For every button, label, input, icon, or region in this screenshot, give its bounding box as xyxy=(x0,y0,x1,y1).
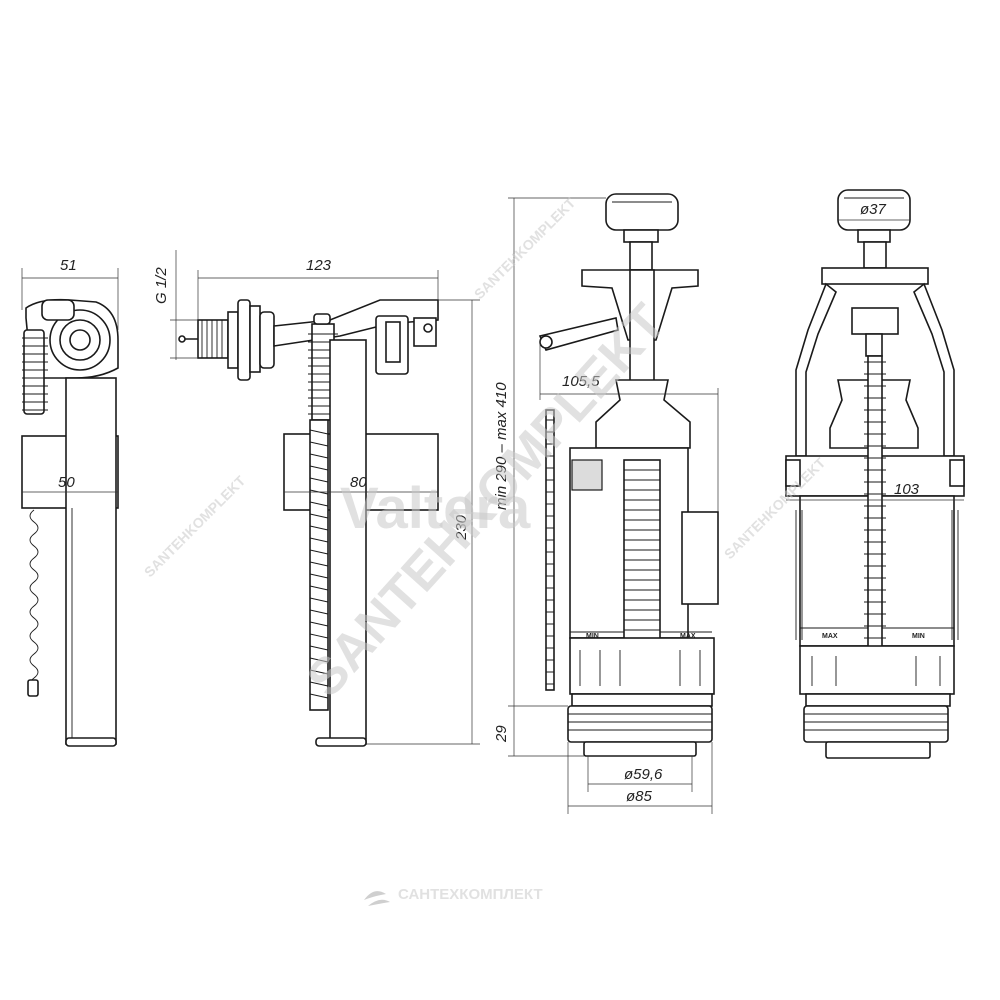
dim-label-105-5: 105,5 xyxy=(562,373,600,390)
dim-outlet-outer: ø85 xyxy=(567,742,713,814)
flush-valve-side-view: MIN MAX 105,5 min 290 – max 410 29 xyxy=(493,193,719,814)
dim-label-51: 51 xyxy=(60,257,77,274)
overflow-float xyxy=(681,511,719,605)
spring-left-front xyxy=(22,329,48,415)
dim-label-103: 103 xyxy=(894,481,920,498)
watermark-small-top: SANTEHKOMPLEKT xyxy=(471,194,579,302)
dim-bottom-height: 29 xyxy=(493,706,584,757)
footer-logo: САНТЕХКОМПЛЕКТ xyxy=(364,886,543,906)
dim-label-80: 80 xyxy=(350,474,367,491)
dim-label-85: ø85 xyxy=(626,788,653,805)
dim-thread: G 1/2 xyxy=(153,250,198,360)
flush-valve-front-view: MAX MIN ø37 103 xyxy=(785,189,965,759)
dim-button-diameter: ø37 xyxy=(838,201,910,221)
dim-label-230: 230 xyxy=(453,514,470,541)
inlet-thread xyxy=(178,299,275,381)
dim-float-side-width: 80 xyxy=(284,474,438,493)
dim-label-59-6: ø59,6 xyxy=(624,766,663,783)
adjust-rod xyxy=(309,419,329,711)
dim-label-123: 123 xyxy=(306,257,332,274)
dim-float-width: 50 xyxy=(22,474,118,493)
watermark-brand-valtera: Valtera xyxy=(340,476,531,541)
dim-label-37: ø37 xyxy=(860,201,887,218)
label-min-left: MIN xyxy=(586,633,599,640)
spring-side xyxy=(308,313,338,421)
dim-cage-width: 103 xyxy=(786,481,964,501)
fill-valve-front-view: 51 50 xyxy=(21,257,119,747)
dim-height-range: min 290 – max 410 xyxy=(493,197,606,707)
watermark-footer: САНТЕХКОМПЛЕКТ xyxy=(398,886,543,903)
dim-label-g12: G 1/2 xyxy=(153,267,170,304)
chain-front xyxy=(27,509,39,697)
dim-width-top: 51 xyxy=(21,257,119,330)
dim-label-height-range: min 290 – max 410 xyxy=(493,382,510,510)
dim-label-29: 29 xyxy=(493,725,510,743)
dim-arm-length: 123 xyxy=(197,257,439,320)
label-max-left: MAX xyxy=(680,633,696,640)
dim-label-50: 50 xyxy=(58,474,75,491)
dim-height: 230 xyxy=(366,299,480,745)
watermark-small-left: SANTEHKOMPLEKT xyxy=(141,472,249,580)
label-max-right: MAX xyxy=(822,633,838,640)
dim-arm-offset: 105,5 xyxy=(539,340,719,512)
dim-outlet-inner: ø59,6 xyxy=(587,756,693,792)
flush-button-side xyxy=(605,193,679,231)
fill-valve-side-view: 123 G 1/2 80 230 xyxy=(153,250,480,747)
label-min-right: MIN xyxy=(912,633,925,640)
